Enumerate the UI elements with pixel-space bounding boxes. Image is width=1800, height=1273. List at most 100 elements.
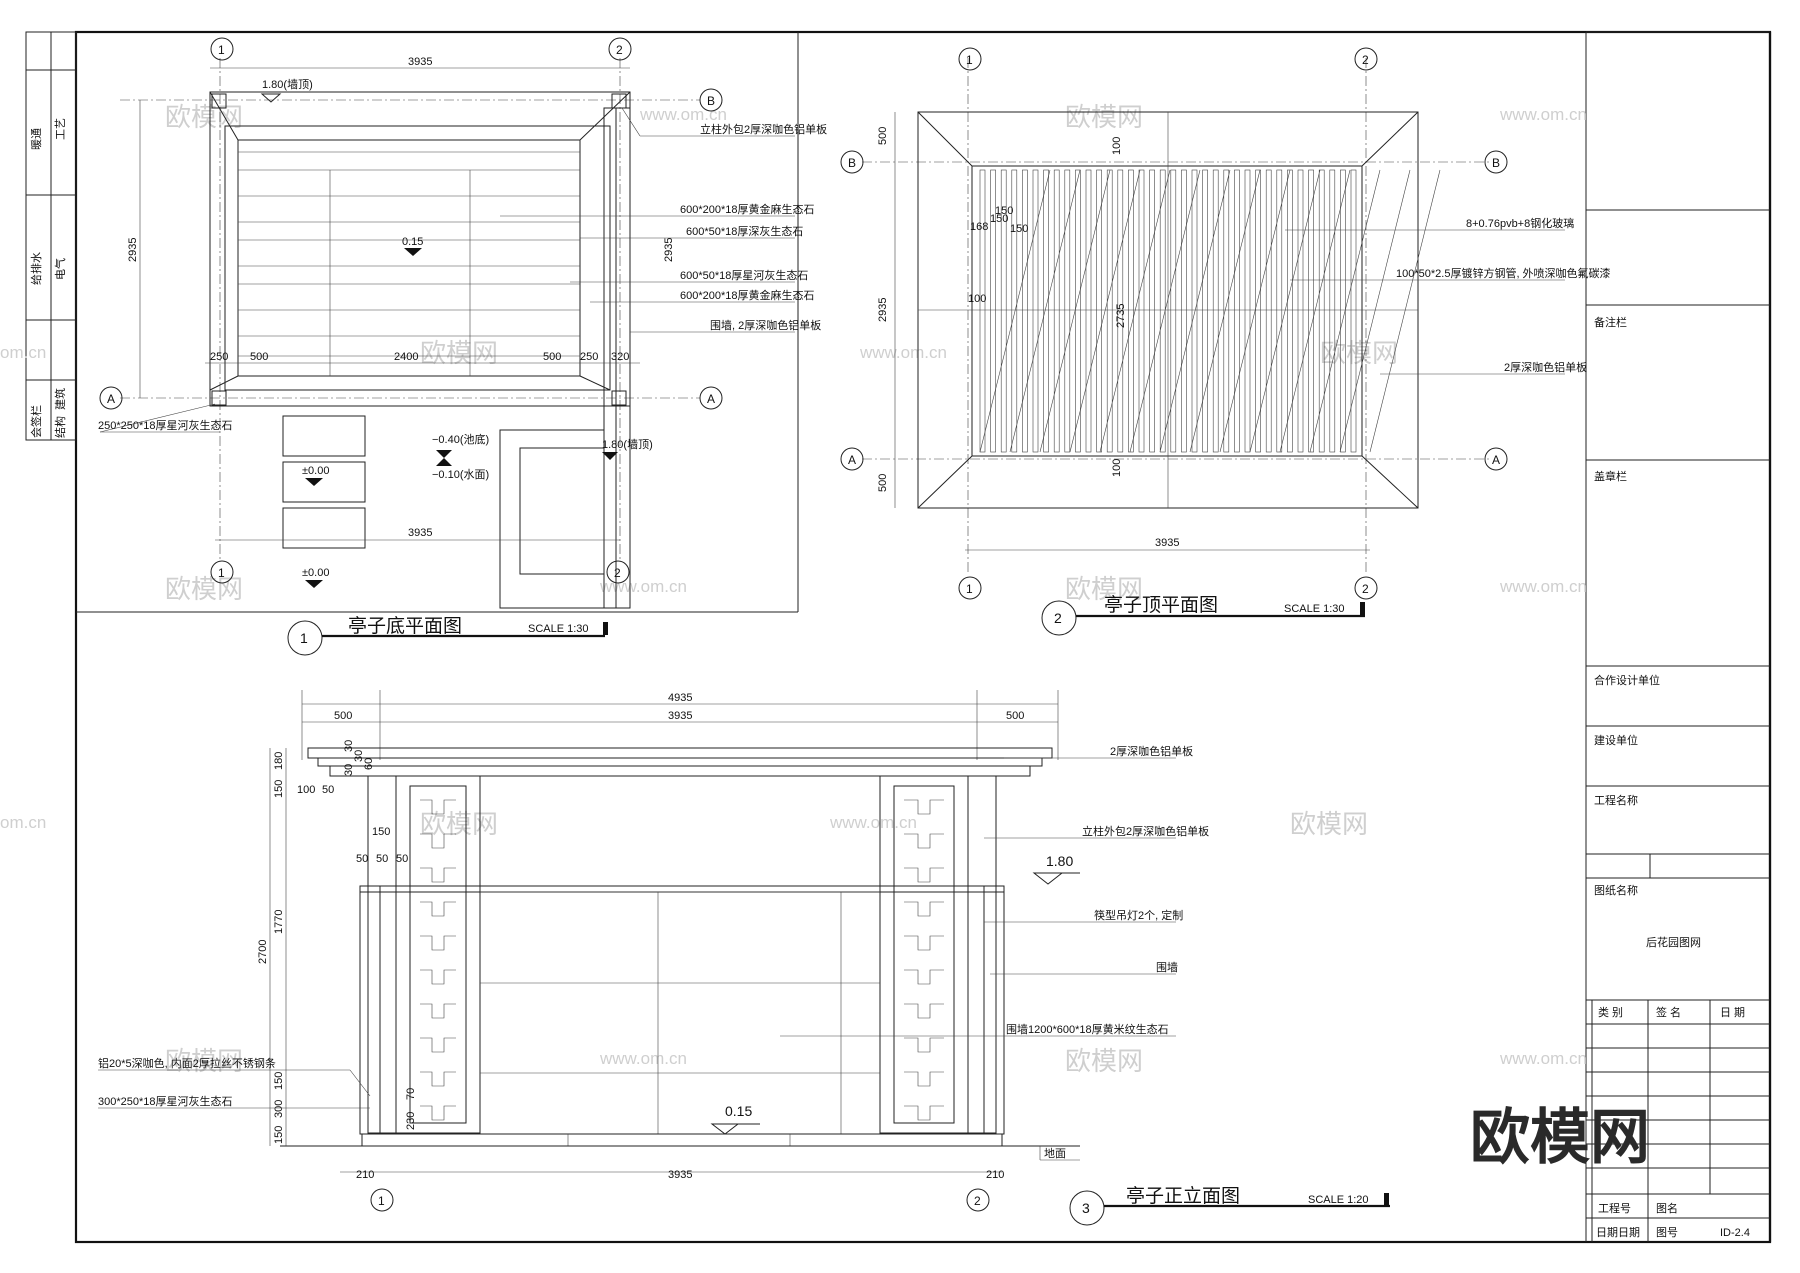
fp-dim-500b: 500 <box>543 351 561 363</box>
glass-hatch <box>1009 169 1081 453</box>
el-dim-span: 3935 <box>668 710 692 722</box>
rp-dim-sp3: 150 <box>995 205 1013 217</box>
fp-dim-right: 2935 <box>663 238 675 262</box>
el-dim-c30a: 30 <box>343 764 355 776</box>
strip-arch: 建筑 <box>53 388 67 410</box>
roof-slat <box>1043 169 1049 453</box>
roof-slat <box>1064 169 1071 453</box>
fp-bubble-2-top: 2 <box>616 43 623 57</box>
el-note-4: 围墙1200*600*18厚黄米纹生态石 <box>1006 1022 1169 1036</box>
glass-hatch <box>1369 169 1441 453</box>
roof-slat <box>1297 169 1304 453</box>
el-bubble-2: 2 <box>974 1194 981 1208</box>
roof-slat <box>1287 169 1293 453</box>
el-dim-eave-l: 500 <box>334 710 352 722</box>
rp-dim-left-top: 500 <box>877 127 889 145</box>
fp-note-3: 600*50*18厚星河灰生态石 <box>680 268 808 282</box>
lattice-motif <box>420 1037 456 1053</box>
fp-note-6: 250*250*18厚星河灰生态石 <box>98 418 233 432</box>
el-note-3: 围墙 <box>1156 960 1178 974</box>
roof-slat <box>1202 169 1208 453</box>
roof-slat <box>1128 169 1134 453</box>
rp-bubble-1-top: 1 <box>966 53 973 67</box>
fp-title: 亭子底平面图 <box>348 615 462 637</box>
strip-craft: 工艺 <box>54 118 67 140</box>
rp-title: 亭子顶平面图 <box>1104 594 1218 616</box>
glass-hatch <box>1279 169 1351 453</box>
tb-collab: 合作设计单位 <box>1594 673 1660 687</box>
tb-project: 工程名称 <box>1594 793 1638 807</box>
rp-dim-sp2: 150 <box>990 213 1008 225</box>
wm-7: www.om.cn <box>859 343 947 362</box>
el-dim-base-r: 210 <box>986 1169 1004 1181</box>
el-dim-overall: 4935 <box>668 692 692 704</box>
fp-grid-bubbles: 1 2 1 2 B A A <box>99 37 723 584</box>
tb-scale-label: 图名 <box>1656 1201 1678 1215</box>
tb-client: 建设单位 <box>1594 733 1638 747</box>
rp-bubble-2-bot: 2 <box>1362 582 1369 596</box>
wm-15: 欧模网 <box>165 1046 243 1076</box>
roof-slat <box>1106 169 1113 453</box>
rp-bubble-A-right: A <box>1492 453 1500 467</box>
lattice-motif <box>904 1071 944 1087</box>
glass-hatch <box>1039 169 1111 453</box>
rp-glass-slats <box>979 169 1441 453</box>
roof-slat <box>1032 169 1039 453</box>
glass-hatch <box>1159 169 1231 453</box>
el-scale: SCALE 1:20 <box>1308 1194 1369 1206</box>
el-note-7: 地面 <box>1044 1147 1066 1160</box>
wm-18: www.om.cn <box>1499 1049 1587 1068</box>
glass-hatch <box>1219 169 1291 453</box>
el-lattice <box>420 799 944 1121</box>
rp-title-number: 2 <box>1054 610 1062 626</box>
fp-level-water: −0.10(水面) <box>432 468 489 481</box>
el-note-2: 筷型吊灯2个, 定制 <box>1094 908 1183 922</box>
lattice-motif <box>420 1105 456 1121</box>
el-dim-150c: 150 <box>273 1126 285 1144</box>
el-dim-c30b: 30 <box>353 750 365 762</box>
wm-13: 欧模网 <box>1290 809 1368 839</box>
fp-note-5: 围墙, 2厚深咖色铝单板 <box>710 318 821 332</box>
roof-slat <box>1075 169 1081 453</box>
tb-drawing-value: 后花园图网 <box>1646 936 1701 949</box>
rp-dim-inner-left: 100 <box>968 293 986 305</box>
el-bubble-1: 1 <box>378 1194 385 1208</box>
el-dim-eave-r: 500 <box>1006 710 1024 722</box>
tb-drawing-name: 图纸名称 <box>1594 883 1638 897</box>
roof-slat <box>1170 169 1177 453</box>
roof-slat <box>1212 169 1219 453</box>
rp-dim-sp4: 150 <box>1010 223 1028 235</box>
lattice-motif <box>904 1105 944 1121</box>
fp-scale: SCALE 1:30 <box>528 623 589 635</box>
glass-hatch <box>1129 169 1201 453</box>
glass-hatch <box>1189 169 1261 453</box>
el-dim-v70: 70 <box>405 1088 417 1100</box>
wm-4: www.om.cn <box>1499 105 1587 124</box>
rp-dim-inner-bot: 100 <box>1111 459 1123 477</box>
roof-slat <box>1096 169 1102 453</box>
rp-dim-left-mid: 2935 <box>877 298 889 322</box>
floor-plan-view: 1 2 1 2 B A A <box>98 37 827 656</box>
lattice-motif <box>904 1037 944 1053</box>
el-note-1: 立柱外包2厚深咖色铝单板 <box>1082 824 1209 838</box>
lattice-motif <box>420 969 456 985</box>
wm-11: www.om.cn <box>1499 577 1587 596</box>
lattice-motif <box>420 901 456 917</box>
wm-2: 欧模网 <box>1065 102 1143 132</box>
el-dim-150a: 150 <box>273 780 285 798</box>
fp-dim-2400: 2400 <box>394 351 418 363</box>
rp-dim-left-bot: 500 <box>877 474 889 492</box>
roof-slat <box>1340 169 1346 453</box>
fp-dim-top: 3935 <box>408 56 432 68</box>
fp-note-4: 600*200*18厚黄金麻生态石 <box>680 288 815 302</box>
rp-dim-inner-mid: 2735 <box>1115 304 1127 328</box>
fp-bubble-A-left: A <box>107 392 115 406</box>
rp-scale: SCALE 1:30 <box>1284 603 1345 615</box>
fp-bubble-1-top: 1 <box>218 43 225 57</box>
el-dim-v230: 230 <box>405 1112 417 1130</box>
rp-note-alu: 2厚深咖色铝单板 <box>1504 360 1587 374</box>
fp-note-column: 立柱外包2厚深咖色铝单板 <box>700 122 827 136</box>
strip-plumbing: 给排水 <box>29 252 43 285</box>
fp-level-pool: −0.40(池底) <box>432 432 489 446</box>
